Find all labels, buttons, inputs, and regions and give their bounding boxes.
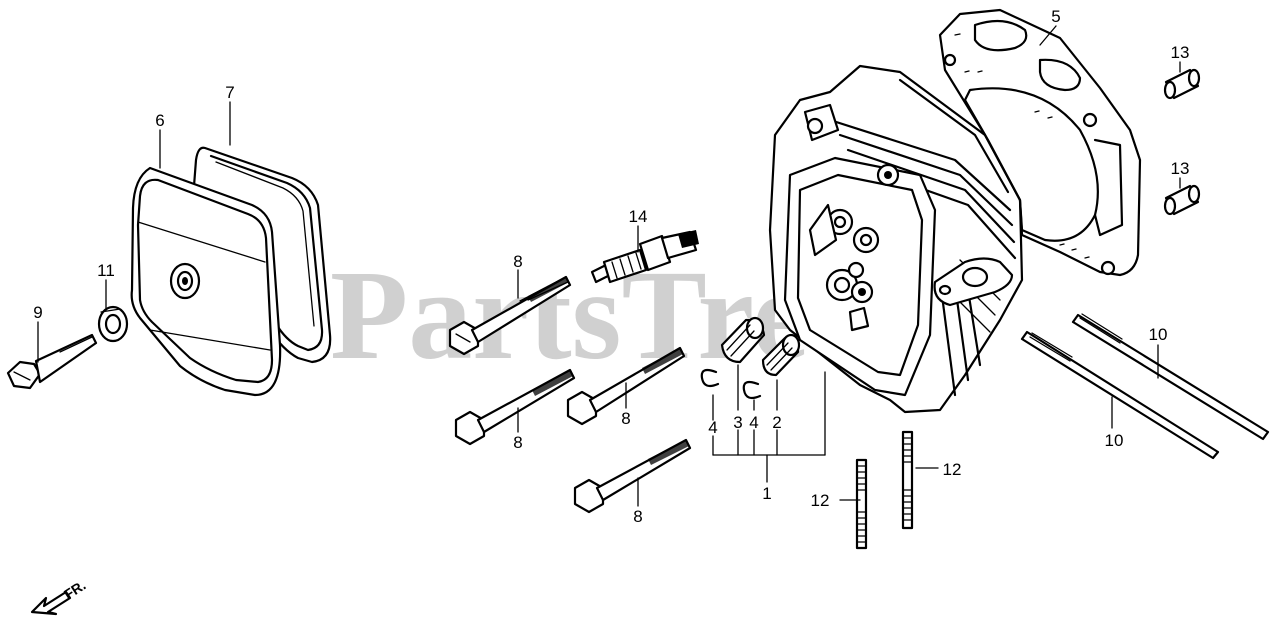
- part-stud-right[interactable]: [901, 430, 914, 530]
- part-head-bolt-middle[interactable]: [566, 346, 686, 426]
- part-clip-b[interactable]: [742, 380, 762, 400]
- callout-4-left: 4: [708, 418, 717, 437]
- front-direction-indicator: FR.: [30, 577, 89, 616]
- callout-labels: 1 2 3 4 4 5 6 7 8 8 8 8 9 10 10 11 12 12…: [33, 7, 1189, 526]
- callout-2: 2: [772, 413, 781, 432]
- part-valve-cover[interactable]: [130, 166, 282, 397]
- leader-lines: [37, 25, 1181, 507]
- part-washer[interactable]: [97, 305, 129, 343]
- callout-12-right: 12: [943, 460, 962, 479]
- front-arrow-icon: [30, 590, 72, 616]
- callout-9: 9: [33, 303, 42, 322]
- callout-8-upper: 8: [513, 252, 522, 271]
- callout-13-upper: 13: [1171, 43, 1190, 62]
- part-head-bolt-left[interactable]: [454, 368, 576, 446]
- callout-1: 1: [762, 484, 771, 503]
- part-valve-guide-3[interactable]: [720, 316, 766, 364]
- callout-8-middle: 8: [621, 409, 630, 428]
- callout-11: 11: [97, 261, 115, 280]
- part-spark-plug[interactable]: [590, 230, 699, 284]
- callout-4-right: 4: [749, 413, 758, 432]
- part-clip-a[interactable]: [700, 368, 720, 388]
- part-dowel-pin-upper[interactable]: [1163, 68, 1201, 100]
- part-head-bolt-lower[interactable]: [573, 438, 692, 514]
- callout-3: 3: [733, 413, 742, 432]
- part-push-rod-lower[interactable]: [1020, 330, 1220, 460]
- callout-8-left: 8: [513, 433, 522, 452]
- part-head-bolt-upper[interactable]: [448, 275, 572, 356]
- callout-5: 5: [1051, 7, 1060, 26]
- part-dowel-pin-lower[interactable]: [1163, 184, 1201, 216]
- part-stud-left[interactable]: [855, 458, 868, 550]
- callout-7: 7: [225, 83, 234, 102]
- callout-12-left: 12: [811, 491, 830, 510]
- part-head-gasket[interactable]: [938, 8, 1142, 277]
- callout-6: 6: [155, 111, 164, 130]
- callout-10-upper: 10: [1149, 325, 1168, 344]
- part-cover-bolt[interactable]: [6, 333, 98, 390]
- part-cylinder-head[interactable]: [768, 64, 1024, 414]
- callout-10-lower: 10: [1105, 431, 1124, 450]
- callout-8-lower: 8: [633, 507, 642, 526]
- callout-13-lower: 13: [1171, 159, 1190, 178]
- callout-14: 14: [629, 207, 648, 226]
- part-valve-guide-2[interactable]: [761, 333, 801, 377]
- part-push-rod-upper[interactable]: [1071, 313, 1270, 441]
